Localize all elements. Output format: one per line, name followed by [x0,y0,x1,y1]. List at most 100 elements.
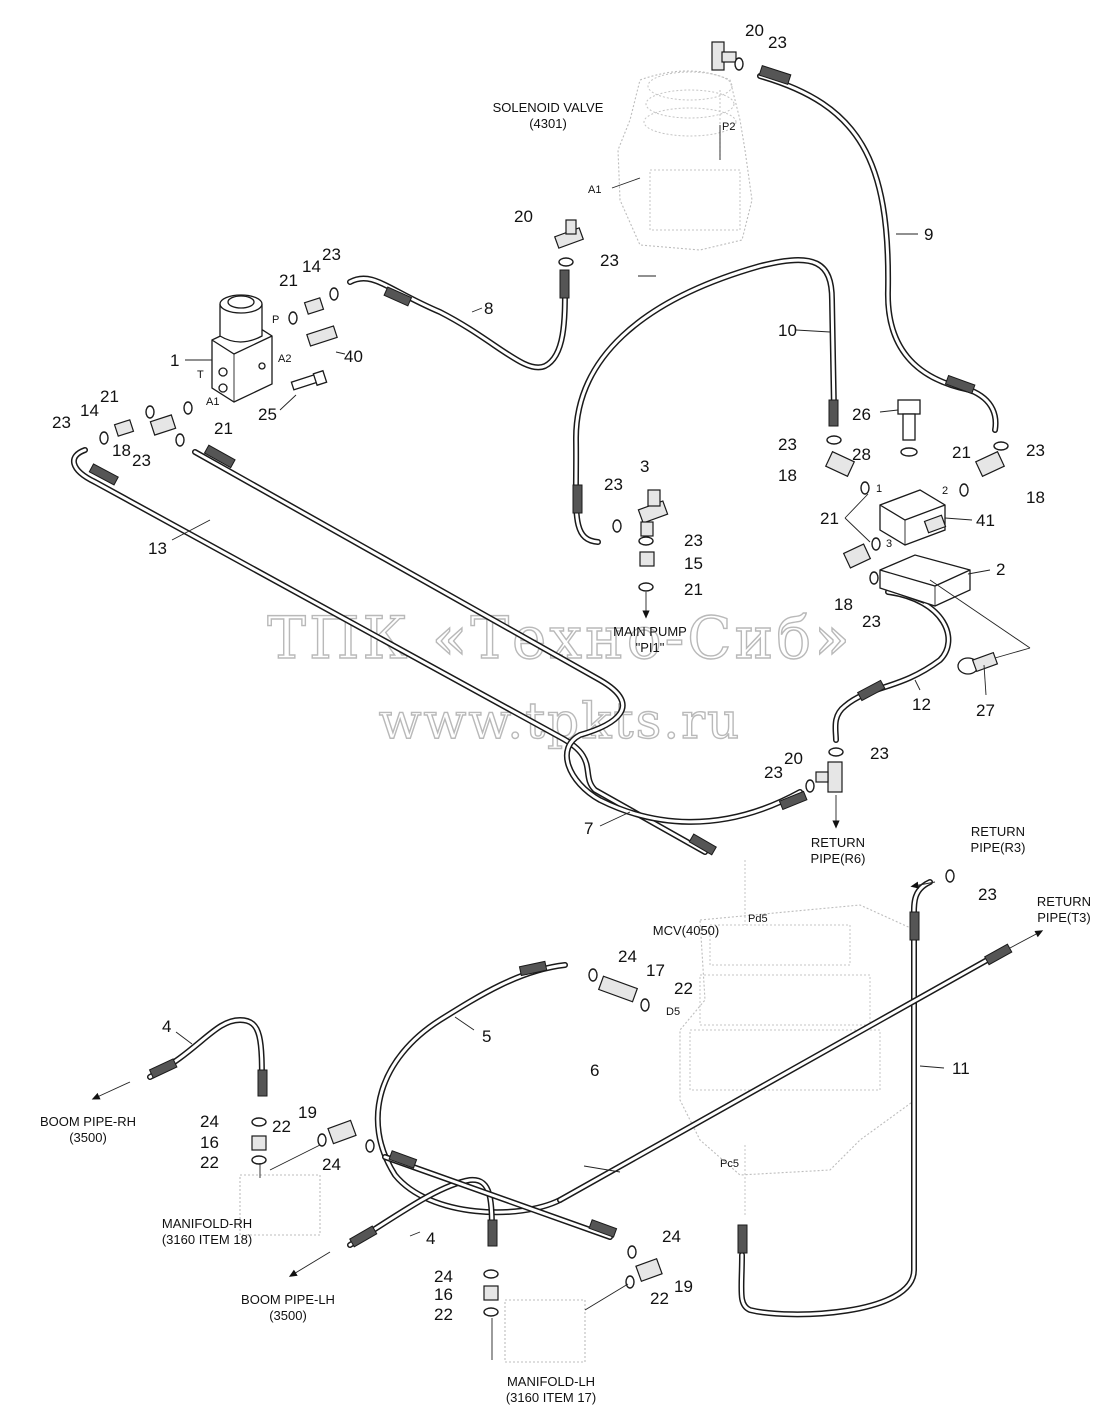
callout-18-l: 18 [112,441,131,460]
hose-10 [572,256,837,545]
callout-24-rh: 24 [200,1112,219,1131]
callout-8: 8 [484,299,493,318]
callout-22-19lh: 22 [650,1289,669,1308]
callout-23-10: 23 [778,435,797,454]
tee-20-r6 [815,761,843,793]
port-p2: P2 [722,121,735,133]
fitting-14-t [113,419,135,437]
callout-4-rh: 4 [162,1017,171,1036]
watermark-url: www.tpkts.ru [379,692,742,750]
callout-22-17: 22 [674,979,693,998]
label-manifold-rh: MANIFOLD-RH [162,1216,252,1231]
elbow-18-41l [824,450,856,478]
bolt-25 [290,369,328,391]
label-main-pump: MAIN PUMP [613,624,687,639]
callout-21-41r: 21 [952,443,971,462]
label-boom-pipe-lh: BOOM PIPE-LH [241,1292,335,1307]
callout-21-41: 21 [820,509,839,528]
label-main-pump-port: "PI1" [636,640,665,655]
fitting-15 [639,551,655,567]
callout-9: 9 [924,225,933,244]
callout-6: 6 [590,1061,599,1080]
port-pc5: Pc5 [720,1158,739,1170]
label-return-pipe-r3-b: PIPE(R3) [971,840,1026,855]
callout-16-rh: 16 [200,1133,219,1152]
fitting-40 [306,325,338,347]
hose-8 [347,275,568,371]
callout-22-rh: 22 [200,1153,219,1172]
callout-23-2: 23 [862,612,881,631]
label-boom-pipe-rh-ref: (3500) [69,1130,107,1145]
label-manifold-lh: MANIFOLD-LH [507,1374,595,1389]
callout-14-p: 14 [302,257,321,276]
port-a1: A1 [206,396,219,408]
port-3: 3 [886,538,892,550]
callout-13: 13 [148,539,167,558]
port-pd5: Pd5 [748,913,768,925]
callout-23-r3: 23 [978,885,997,904]
elbow-18-left [149,414,177,436]
port-labels: P2 A1 P A2 T A1 1 2 3 Pd5 D5 Pc5 [197,121,948,1170]
callout-40: 40 [344,347,363,366]
mcv-ghost [679,860,916,1215]
callout-3: 3 [640,457,649,476]
callout-22-19rh: 22 [272,1117,291,1136]
callout-23-3b: 23 [684,531,703,550]
fitting-16-rh [251,1135,267,1151]
callout-23-3a: 23 [604,475,623,494]
hose-5 [374,962,568,1216]
fitting-27 [957,651,999,675]
hose-crimps [88,64,1013,1254]
callout-16-lh: 16 [434,1285,453,1304]
fitting-14-p [303,297,325,315]
callout-27: 27 [976,701,995,720]
callout-5: 5 [482,1027,491,1046]
label-return-pipe-r6-b: PIPE(R6) [811,851,866,866]
hose-9 [757,73,999,433]
callout-18-2: 18 [834,595,853,614]
callout-23-41r: 23 [1026,441,1045,460]
label-manifold-lh-ref: (3160 ITEM 17) [506,1390,596,1405]
hose-6 [557,947,1008,1203]
callout-23-12: 23 [870,744,889,763]
callout-22-lh: 22 [434,1305,453,1324]
callout-20-top: 20 [745,21,764,40]
port-a2: A2 [278,353,291,365]
callout-1: 1 [170,351,179,370]
tee-20-top [711,41,737,71]
bracket-2 [879,554,971,607]
callout-23-r6: 23 [764,763,783,782]
port-d5: D5 [666,1006,680,1018]
hose-4-lh [347,1176,495,1248]
check-valve-17 [597,975,639,1003]
callout-23-a1: 23 [600,251,619,270]
callout-2: 2 [996,560,1005,579]
callout-41: 41 [976,511,995,530]
callouts: 20 23 9 20 23 8 23 14 21 1 40 25 21 21 1… [52,21,1045,1324]
callout-10: 10 [778,321,797,340]
callout-17: 17 [646,961,665,980]
callout-26: 26 [852,405,871,424]
port-a1-solenoid: A1 [588,184,601,196]
callout-24-19rh: 24 [322,1155,341,1174]
label-return-pipe-r6: RETURN [811,835,865,850]
callout-18-41r: 18 [1026,488,1045,507]
text-labels: SOLENOID VALVE (4301) MAIN PUMP "PI1" RE… [40,100,1091,1405]
hose-19-rh-to-lh [382,1154,613,1240]
manifold-lh-ghost [504,1299,586,1363]
label-boom-pipe-rh: BOOM PIPE-RH [40,1114,136,1129]
solenoid-valve-ghost [617,70,753,251]
callout-15: 15 [684,554,703,573]
callout-23-top: 23 [768,33,787,52]
hose-13 [71,447,708,855]
manifold-rh-ghost [239,1174,321,1236]
callout-23-ll: 23 [132,451,151,470]
callout-21-p: 21 [279,271,298,290]
hose-4-rh [147,1017,265,1093]
label-return-pipe-r3: RETURN [971,824,1025,839]
callout-23-l: 23 [52,413,71,432]
label-solenoid-valve: SOLENOID VALVE [493,100,604,115]
valve-block-1 [211,294,273,403]
callout-28: 28 [852,445,871,464]
